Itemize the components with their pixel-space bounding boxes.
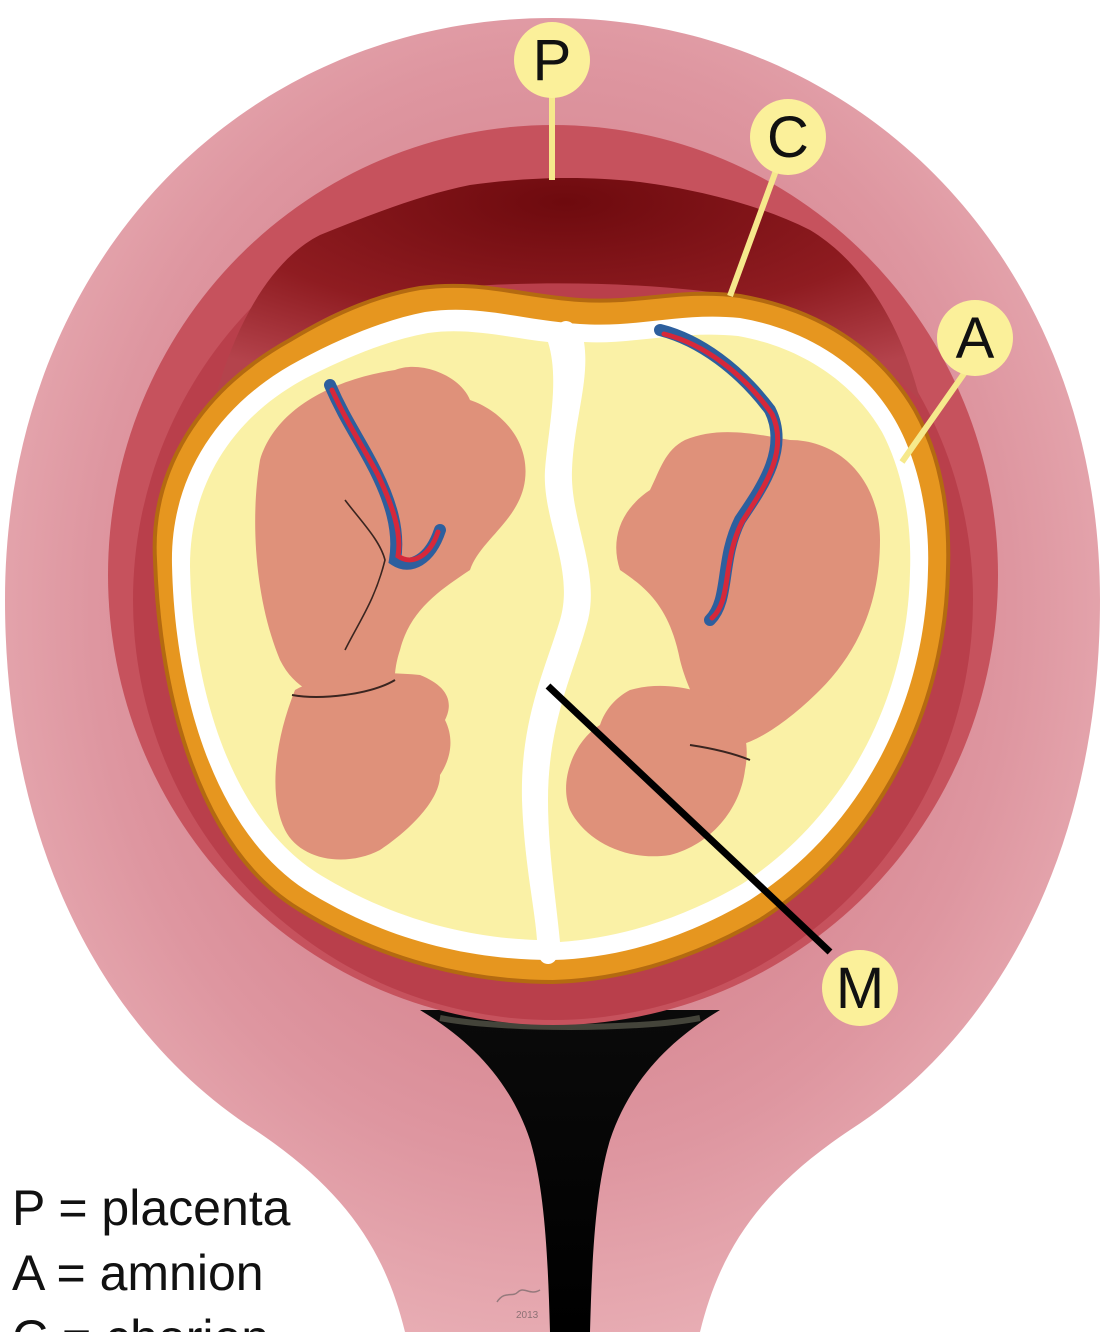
label-chorion: C: [750, 99, 826, 175]
label-membrane: M: [822, 950, 898, 1026]
label-placenta-text: P: [533, 28, 572, 93]
legend-item-placenta: P = placenta: [12, 1180, 291, 1236]
label-placenta: P: [514, 22, 590, 98]
legend: P = placenta A = amnion C = chorion: [12, 1180, 291, 1332]
label-chorion-text: C: [767, 105, 809, 170]
legend-item-amnion: A = amnion: [12, 1245, 264, 1301]
legend-item-chorion: C = chorion: [12, 1310, 269, 1332]
label-amnion: A: [937, 300, 1013, 376]
label-membrane-text: M: [836, 956, 884, 1021]
label-amnion-text: A: [956, 306, 995, 371]
signature-year: 2013: [516, 1310, 539, 1321]
